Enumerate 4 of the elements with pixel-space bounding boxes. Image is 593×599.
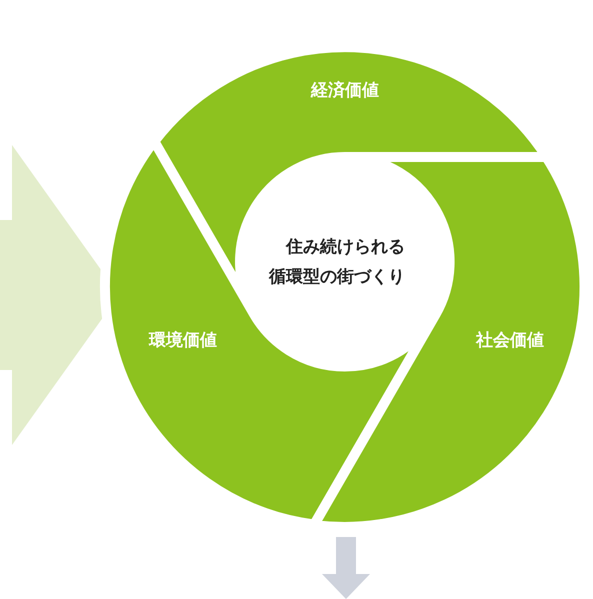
segment-label: 環境価値 [148,329,217,352]
segment-label: 経済価値 [311,80,379,102]
segment-label: 社会価値 [476,330,544,352]
down-arrow [322,537,370,599]
